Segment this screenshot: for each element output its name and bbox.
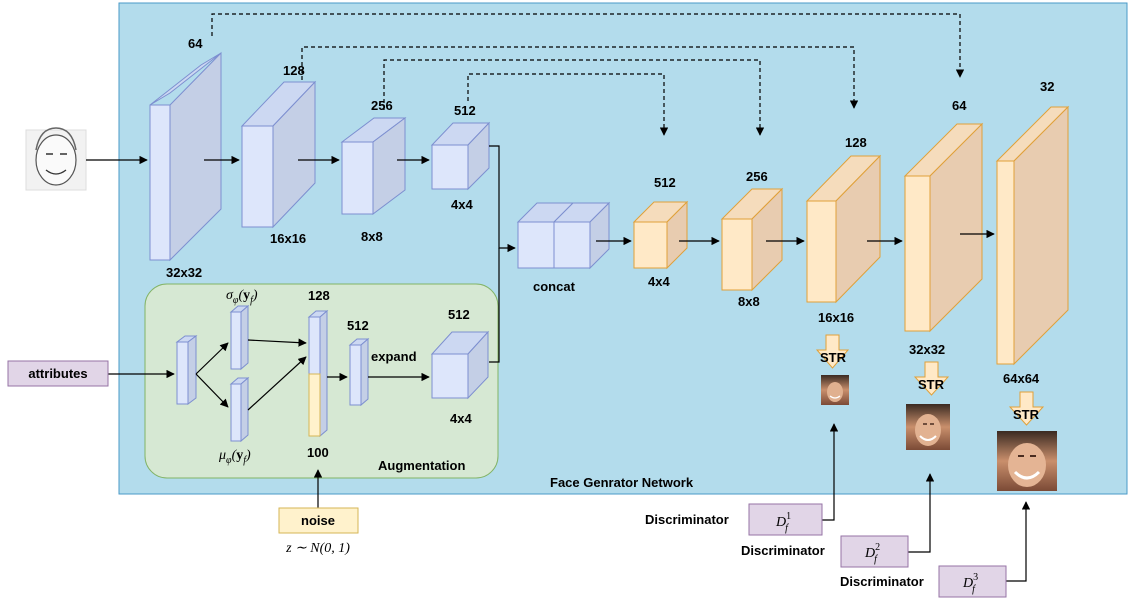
output-face-64: [997, 431, 1057, 491]
expand-block: [430, 330, 490, 400]
decoder-size-1: 4x4: [648, 274, 670, 289]
encoder-block-1: [149, 51, 222, 262]
attribute-embedding-block: [175, 335, 198, 405]
svg-text:D2f: D2f: [864, 542, 880, 565]
encoder-size-1: 32x32: [166, 265, 202, 280]
decoder-size-5: 64x64: [1003, 371, 1040, 386]
decoder-block-4: [903, 122, 984, 333]
expand-channels-label: 512: [448, 307, 470, 322]
noise-distribution: z ∼ N(0, 1): [285, 541, 350, 556]
fc-channels-label: 512: [347, 318, 369, 333]
svg-text:STR: STR: [820, 350, 847, 365]
svg-text:STR: STR: [918, 377, 945, 392]
noise-dim-label: 100: [307, 445, 329, 460]
augmentation-title: Augmentation: [378, 458, 465, 473]
encoder-channels-3: 256: [371, 98, 393, 113]
latent-concat-block: [307, 309, 329, 438]
svg-text:attributes: attributes: [28, 366, 87, 381]
decoder-channels-3: 128: [845, 135, 867, 150]
skip-connections: [211, 13, 965, 136]
decoder-channels-5: 32: [1040, 79, 1054, 94]
encoder-channels-4: 512: [454, 103, 476, 118]
svg-text:D1f: D1f: [775, 511, 791, 534]
svg-text:noise: noise: [301, 513, 335, 528]
noise-input: noise: [278, 507, 359, 534]
str-arrow-3: STR: [1008, 391, 1045, 426]
decoder-channels-2: 256: [746, 169, 768, 184]
decoder-block-2: [720, 187, 784, 292]
sigma-block: [229, 304, 250, 371]
fc-block: [348, 337, 370, 407]
generator-title: Face Genrator Network: [550, 475, 694, 490]
discriminator-2-label: Discriminator: [741, 543, 825, 558]
discriminator-1-label: Discriminator: [645, 512, 729, 527]
output-face-16: [821, 375, 849, 405]
solid-connectors: [86, 145, 1031, 582]
decoder-block-1: [632, 200, 689, 270]
mu-block: [229, 376, 250, 443]
encoder-size-3: 8x8: [361, 229, 383, 244]
decoder-size-4: 32x32: [909, 342, 945, 357]
decoder-block-3: [805, 154, 882, 304]
sketch-face-image: [25, 127, 87, 191]
decoder-block-5: [995, 105, 1070, 366]
svg-text:D3f: D3f: [962, 572, 978, 595]
decoder-channels-4: 64: [952, 98, 967, 113]
encoder-block-2: [240, 80, 317, 229]
decoder-channels-1: 512: [654, 175, 676, 190]
encoder-channels-2: 128: [283, 63, 305, 78]
encoder-channels-1: 64: [188, 36, 203, 51]
attributes-input: attributes: [7, 360, 109, 387]
decoder-size-3: 16x16: [818, 310, 854, 325]
concat-block: [516, 201, 611, 270]
concat-label: concat: [533, 279, 576, 294]
latent-channels-label: 128: [308, 288, 330, 303]
svg-text:STR: STR: [1013, 407, 1040, 422]
discriminator-3-label: Discriminator: [840, 574, 924, 589]
str-arrow-1: STR: [815, 334, 850, 369]
encoder-size-4: 4x4: [451, 197, 473, 212]
encoder-size-2: 16x16: [270, 231, 306, 246]
encoder-block-3: [340, 117, 407, 215]
expand-size-label: 4x4: [450, 411, 472, 426]
output-face-32: [906, 404, 950, 450]
expand-label: expand: [371, 349, 417, 364]
decoder-size-2: 8x8: [738, 294, 760, 309]
encoder-block-4: [430, 121, 491, 191]
str-arrow-2: STR: [913, 361, 950, 396]
